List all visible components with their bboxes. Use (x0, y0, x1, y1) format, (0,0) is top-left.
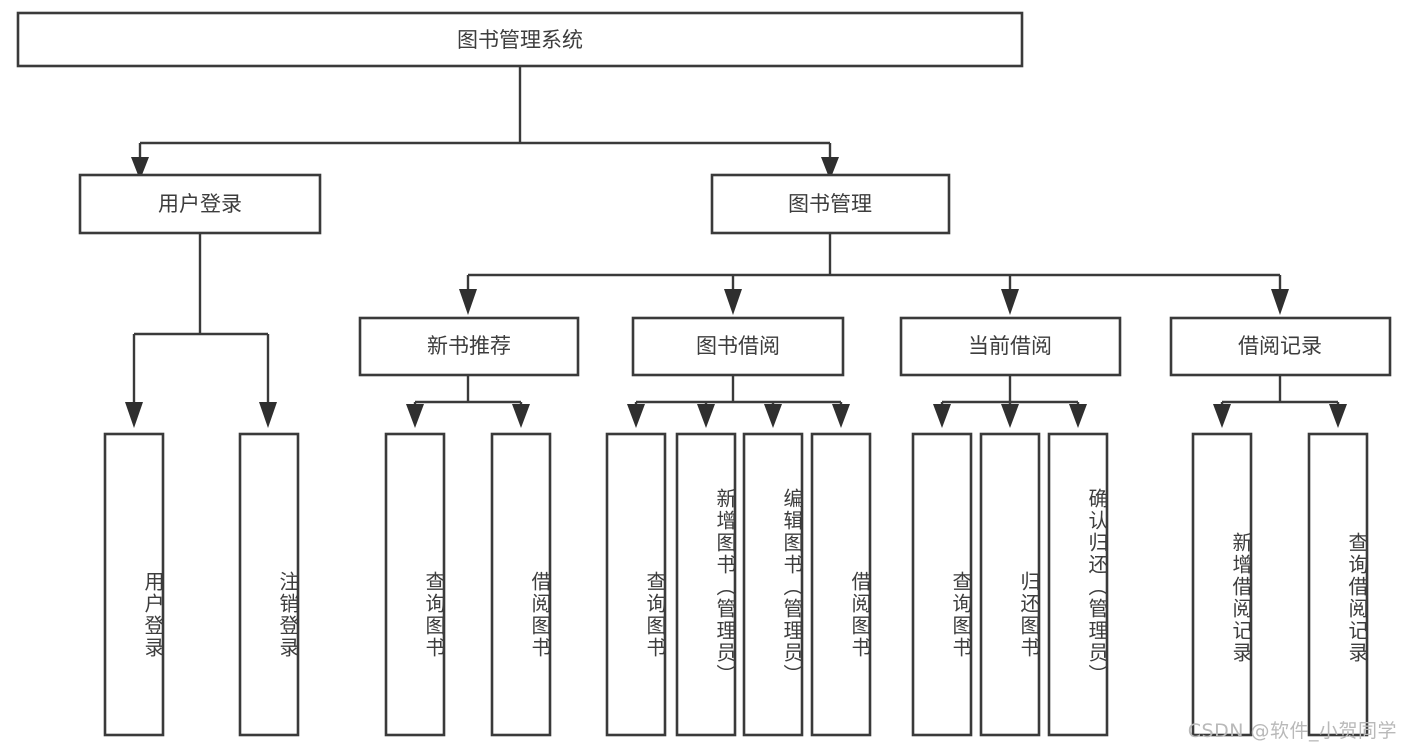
node-user-login[interactable]: 用户登录 (78, 173, 322, 235)
node-current-borrow-label: 当前借阅 (968, 334, 1052, 358)
connector-bookmgmt-to-level3 (459, 233, 1289, 315)
node-new-book-recommend-label: 新书推荐 (427, 334, 511, 358)
node-book-management-label: 图书管理 (788, 192, 872, 216)
node-current-borrow[interactable]: 当前借阅 (899, 316, 1122, 377)
connector-currentborrow-to-leaves (933, 375, 1087, 428)
node-root-label: 图书管理系统 (457, 28, 583, 52)
watermark-text: CSDN @软件_小贺同学 (1187, 720, 1397, 742)
node-root[interactable]: 图书管理系统 (16, 11, 1024, 68)
leaf-box-borrowrecord-1[interactable] (1191, 432, 1253, 737)
node-user-login-label: 用户登录 (158, 192, 242, 216)
connector-userlogin-to-leaves (125, 233, 277, 428)
connector-newbook-to-leaves (406, 375, 530, 428)
connector-borrowrecord-to-leaves (1213, 375, 1347, 428)
connector-root-to-level2 (131, 66, 839, 180)
leaf-box-bookborrow-2[interactable] (675, 432, 737, 737)
leaf-box-bookborrow-3[interactable] (742, 432, 804, 737)
leaf-box-currentborrow-3[interactable] (1047, 432, 1109, 737)
node-book-borrow-label: 图书借阅 (696, 334, 780, 358)
leaf-box-currentborrow-1[interactable] (911, 432, 973, 737)
leaf-box-borrowrecord-2[interactable] (1307, 432, 1369, 737)
node-borrow-record[interactable]: 借阅记录 (1169, 316, 1392, 377)
node-book-management[interactable]: 图书管理 (710, 173, 951, 235)
leaf-box-newbook-2[interactable] (490, 432, 552, 737)
leaf-box-currentborrow-2[interactable] (979, 432, 1041, 737)
node-borrow-record-label: 借阅记录 (1238, 334, 1322, 358)
node-new-book-recommend[interactable]: 新书推荐 (358, 316, 580, 377)
leaf-box-user-login-2[interactable] (238, 432, 300, 737)
leaf-box-newbook-1[interactable] (384, 432, 446, 737)
leaf-box-bookborrow-1[interactable] (605, 432, 667, 737)
connector-bookborrow-to-leaves (627, 375, 850, 428)
node-book-borrow[interactable]: 图书借阅 (631, 316, 845, 377)
leaf-box-bookborrow-4[interactable] (810, 432, 872, 737)
leaf-box-user-login-1[interactable] (103, 432, 165, 737)
